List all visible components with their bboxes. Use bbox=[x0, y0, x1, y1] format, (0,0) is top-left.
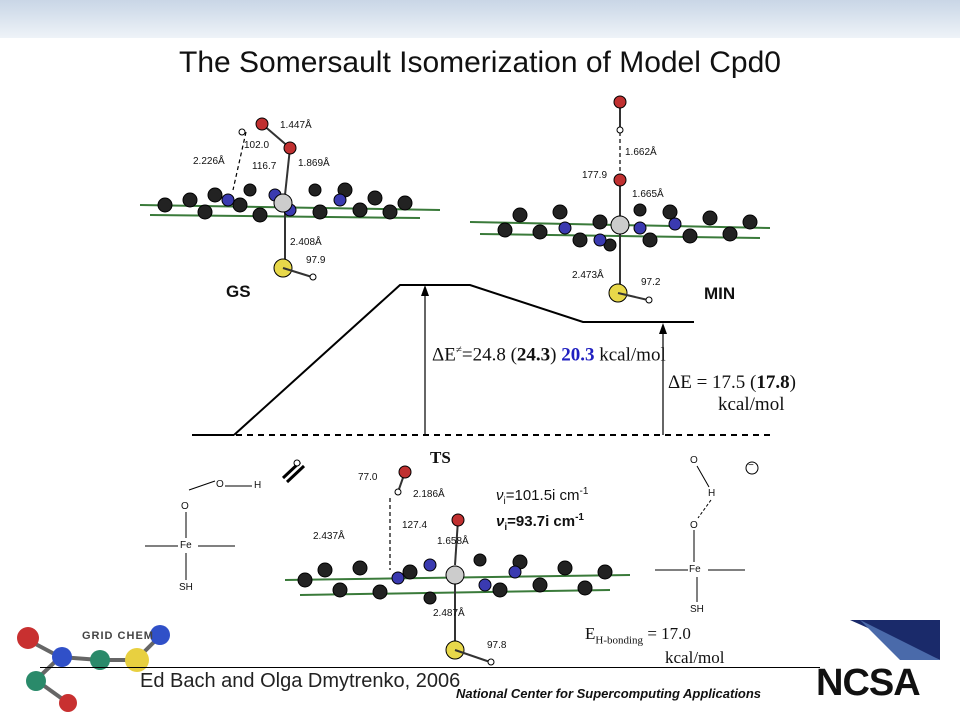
ncsa-logo-text: NCSA bbox=[816, 662, 921, 704]
gs-distance-1: 1.447Å bbox=[280, 120, 312, 131]
min-label: MIN bbox=[704, 284, 736, 303]
gridchem-logo-text: GRID CHEM bbox=[82, 630, 154, 642]
frequency-1: νi=101.5i cm-1 bbox=[496, 486, 589, 507]
ts-angle-2: 127.4 bbox=[402, 520, 428, 531]
author-credit: Ed Bach and Olga Dmytrenko, 2006 bbox=[140, 670, 461, 692]
hbond-energy: EH-bonding = 17.0 bbox=[585, 624, 691, 647]
hbond-energy-unit: kcal/mol bbox=[665, 648, 725, 667]
barrier-energy: ΔE≠=24.8 (24.3) 20.3 kcal/mol bbox=[432, 344, 666, 366]
ts-distance-4: 2.487Å bbox=[433, 608, 465, 619]
right-charge: − bbox=[748, 460, 754, 471]
gridchem-logo bbox=[17, 625, 170, 712]
gs-angle-1: 102.0 bbox=[244, 140, 270, 151]
left-sh: SH bbox=[179, 582, 193, 593]
left-o1: O bbox=[216, 479, 224, 490]
ts-angle-1: 77.0 bbox=[358, 472, 378, 483]
gs-angle-3: 97.9 bbox=[306, 255, 326, 266]
min-molecule bbox=[469, 95, 771, 304]
left-fe: Fe bbox=[180, 540, 192, 551]
gs-molecule bbox=[139, 117, 441, 281]
right-o1: O bbox=[690, 455, 698, 466]
institution-name: National Center for Supercomputing Appli… bbox=[456, 686, 762, 701]
gs-label: GS bbox=[226, 282, 251, 301]
ncsa-logo bbox=[812, 616, 942, 712]
frequency-2: νi=93.7i cm-1 bbox=[496, 512, 584, 533]
min-angle-2: 97.2 bbox=[641, 277, 661, 288]
barrier-path bbox=[233, 284, 694, 436]
ts-angle-3: 97.8 bbox=[487, 640, 507, 651]
right-scheme bbox=[655, 461, 759, 602]
min-distance-3: 2.473Å bbox=[572, 270, 604, 281]
left-o2: O bbox=[181, 501, 189, 512]
ts-distance-1: 2.186Å bbox=[413, 489, 445, 500]
ts-distance-3: 1.658Å bbox=[437, 536, 469, 547]
gs-distance-4: 2.408Å bbox=[290, 237, 322, 248]
ts-molecule bbox=[281, 459, 631, 666]
right-fe: Fe bbox=[689, 564, 701, 575]
gs-angle-2: 116.7 bbox=[252, 161, 277, 172]
min-distance-1: 1.662Å bbox=[625, 147, 657, 158]
right-h: H bbox=[708, 488, 716, 499]
slide-title: The Somersault Isomerization of Model Cp… bbox=[179, 46, 781, 79]
ts-label: TS bbox=[430, 448, 451, 467]
gs-distance-2: 2.226Å bbox=[193, 156, 225, 167]
right-o2: O bbox=[690, 520, 698, 531]
min-angle-1: 177.9 bbox=[582, 170, 608, 181]
min-distance-2: 1.665Å bbox=[632, 189, 664, 200]
footer-divider bbox=[40, 667, 820, 668]
gs-distance-3: 1.869Å bbox=[298, 158, 330, 169]
right-sh: SH bbox=[690, 604, 704, 615]
reaction-energy-unit: kcal/mol bbox=[718, 394, 785, 415]
reaction-energy: ΔE = 17.5 (17.8) bbox=[668, 372, 796, 393]
left-h: H bbox=[254, 480, 262, 491]
ts-distance-2: 2.437Å bbox=[313, 531, 345, 542]
left-scheme bbox=[145, 480, 252, 580]
top-banner bbox=[0, 0, 960, 38]
